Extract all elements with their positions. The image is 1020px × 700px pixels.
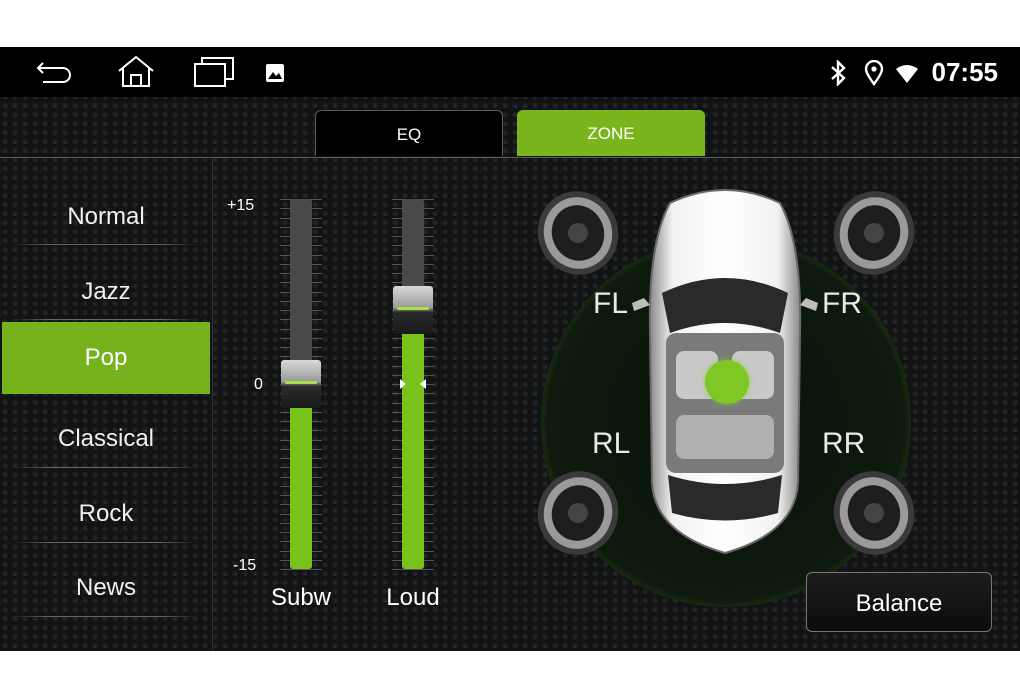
divider [12, 616, 198, 617]
zero-marker [420, 379, 426, 389]
location-icon [864, 59, 884, 91]
clock: 07:55 [931, 57, 999, 87]
status-bar: 07:55 [0, 47, 1020, 97]
tab-bar: EQ ZONE [0, 97, 1020, 159]
slider-fill [402, 310, 424, 569]
divider [12, 542, 198, 543]
tab-zone[interactable]: ZONE [517, 110, 705, 156]
home-icon[interactable] [116, 55, 156, 94]
bluetooth-icon [829, 59, 849, 91]
tab-divider [0, 157, 1020, 158]
speaker-fl-icon[interactable] [530, 187, 630, 279]
preset-rock[interactable]: Rock [78, 500, 134, 527]
divider [12, 244, 198, 245]
divider [12, 319, 198, 320]
zero-marker [400, 379, 406, 389]
divider [12, 467, 198, 468]
zone-label-rl: RL [592, 427, 631, 460]
slider-fill [290, 384, 312, 569]
slider-label-loud: Loud [386, 584, 440, 611]
back-icon[interactable] [35, 59, 75, 90]
panel-divider [212, 159, 213, 651]
zone-label-fr: FR [822, 287, 862, 320]
balance-point[interactable] [705, 360, 749, 404]
balance-button[interactable]: Balance [806, 572, 992, 632]
preset-classical[interactable]: Classical [57, 425, 155, 452]
scale-zero-label: 0 [254, 376, 263, 393]
preset-jazz[interactable]: Jazz [81, 278, 131, 305]
preset-pop[interactable]: Pop [2, 322, 210, 394]
slider-knob[interactable] [281, 360, 321, 408]
speaker-rl-icon[interactable] [530, 467, 630, 559]
gallery-icon [266, 64, 284, 87]
wifi-icon [896, 65, 918, 88]
recents-icon[interactable] [193, 55, 237, 94]
slider-knob[interactable] [393, 286, 433, 334]
speaker-rr-icon[interactable] [822, 467, 922, 559]
scale-max-label: +15 [227, 197, 255, 214]
speaker-fr-icon[interactable] [822, 187, 922, 279]
preset-news[interactable]: News [75, 574, 136, 601]
scale-min-label: -15 [233, 557, 257, 574]
slider-label-subw: Subw [270, 584, 332, 611]
screen: 07:55 EQ ZONE Normal Jazz Pop Classical … [0, 47, 1020, 651]
zone-label-rr: RR [822, 427, 866, 460]
tab-eq[interactable]: EQ [315, 110, 503, 156]
zone-label-fl: FL [593, 287, 629, 320]
preset-normal[interactable]: Normal [67, 203, 145, 230]
